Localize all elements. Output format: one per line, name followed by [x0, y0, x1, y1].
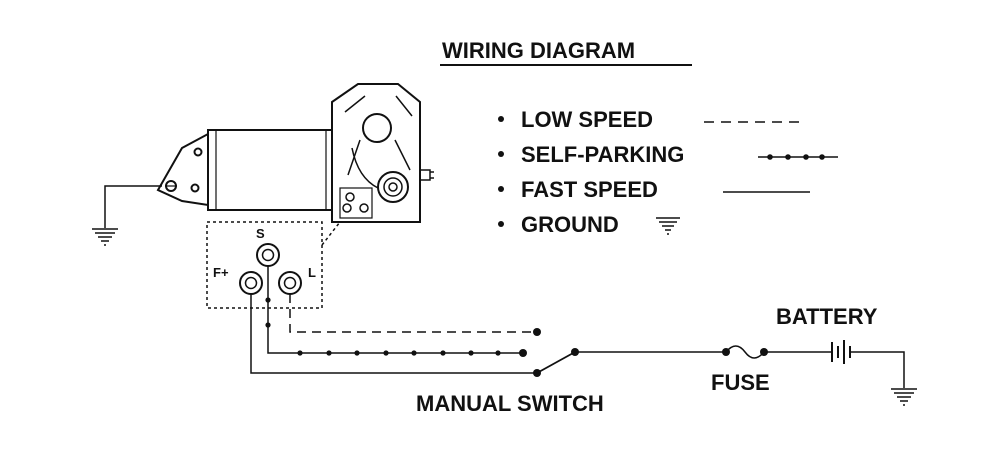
dotted-line-dot — [803, 154, 809, 160]
motor-body — [207, 129, 333, 211]
dotted-line-dot — [785, 154, 791, 160]
ground-icon — [656, 217, 680, 235]
dotted-line-dot — [767, 154, 773, 160]
terminal-f-icon — [239, 271, 263, 295]
battery-icon — [831, 340, 851, 364]
battery-ground-wire — [850, 351, 905, 388]
gearbox-housing — [331, 83, 421, 223]
switch-lever — [536, 351, 576, 374]
self-parking-wire — [267, 266, 523, 354]
terminal-l-icon — [278, 271, 302, 295]
diagram-title: WIRING DIAGRAM — [442, 38, 635, 63]
battery-label: BATTERY — [776, 304, 878, 329]
ground-icon — [891, 388, 917, 406]
bracket-hole-icon — [190, 183, 200, 193]
legend-label-ground: GROUND — [521, 212, 619, 237]
legend-bullet-fast — [498, 186, 504, 192]
terminal-label-f: F+ — [213, 265, 229, 280]
legend-label-self-parking: SELF-PARKING — [521, 142, 684, 167]
terminal-label-l: L — [308, 265, 316, 280]
bracket-ground-wire — [104, 185, 162, 228]
output-shaft-icon — [377, 171, 409, 203]
legend: LOW SPEED SELF-PARKING FAST SPEED GROUND — [498, 107, 838, 237]
terminal-s-icon — [256, 243, 280, 267]
bracket-hole-icon — [193, 147, 203, 157]
manual-switch-label: MANUAL SWITCH — [416, 391, 604, 416]
dotted-line-dot — [819, 154, 825, 160]
legend-bullet-low — [498, 116, 504, 122]
gear-icon — [362, 113, 392, 143]
self-parking-dots — [265, 297, 501, 356]
mounting-bracket — [156, 132, 209, 207]
legend-bullet-ground — [498, 221, 504, 227]
legend-label-fast-speed: FAST SPEED — [521, 177, 658, 202]
terminal-detail-box: S F+ L — [206, 221, 341, 309]
motor-terminal-icon — [342, 203, 352, 213]
motor-terminal-icon — [345, 192, 355, 202]
manual-switch — [519, 328, 579, 377]
switch-contact-low — [533, 328, 541, 336]
low-speed-wire — [289, 294, 537, 333]
fast-speed-wire — [250, 294, 537, 374]
switch-contact-park — [519, 349, 527, 357]
fuse-label: FUSE — [711, 370, 770, 395]
motor-terminal-icon — [359, 203, 369, 213]
ground-icon — [92, 228, 118, 246]
terminal-label-s: S — [256, 226, 265, 241]
wiper-motor — [156, 83, 434, 223]
fuse — [722, 345, 768, 359]
fuse-icon — [725, 345, 765, 359]
legend-bullet-parking — [498, 151, 504, 157]
legend-label-low-speed: LOW SPEED — [521, 107, 653, 132]
